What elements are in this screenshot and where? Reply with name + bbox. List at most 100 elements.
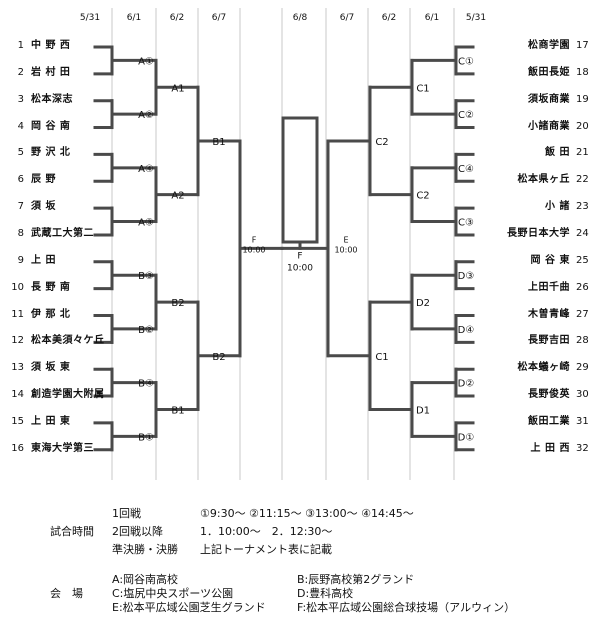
team-name: 野 沢 北 [30, 147, 71, 159]
match-label: B④ [138, 379, 154, 390]
match-label: A④ [138, 164, 154, 175]
team-number: 10 [11, 281, 24, 293]
team-entry: 11 伊 那 北 [6, 309, 70, 321]
date-header: 6/7 [340, 13, 354, 23]
date-header: 6/2 [382, 13, 396, 23]
team-name: 松本深志 [30, 93, 73, 105]
final-label: F [297, 251, 302, 261]
team-name: 中 野 西 [30, 40, 71, 51]
team-number: 23 [576, 201, 589, 213]
match-label: C④ [458, 164, 474, 175]
venue-a: A:岡谷南高校 [112, 573, 179, 586]
team-entry: 16 東海大学第三 [6, 443, 94, 455]
team-name: 長野吉田 [528, 335, 570, 347]
match-label: B2 [171, 298, 184, 309]
team-entry: 12 松本美須々ケ丘 [6, 335, 104, 347]
team-entry: 7 須 坂 [6, 201, 56, 213]
team-number: 15 [11, 415, 24, 427]
team-name: 東海大学第三 [30, 442, 94, 454]
r2-times: 1．10:00～ 2．12:30～ [200, 525, 333, 538]
team-name: 木曽青峰 [528, 308, 570, 320]
team-name: 飯田長姫 [528, 66, 570, 78]
match-label: C③ [458, 218, 474, 229]
venue-c: C:塩尻中央スポーツ公園 [112, 587, 234, 600]
team-name: 上 田 西 [530, 442, 570, 454]
team-number: 6 [17, 174, 24, 186]
team-number: 22 [576, 174, 589, 186]
team-name: 武蔵工大第二 [30, 227, 94, 239]
match-label: C1 [375, 352, 388, 363]
team-entry: 10 長 野 南 [6, 282, 70, 294]
match-label: B1 [171, 405, 184, 416]
match-label: A③ [138, 218, 154, 229]
team-entry: 長野俊英 30 [528, 389, 594, 401]
team-name: 飯田工業 [528, 415, 570, 427]
team-name: 上 田 東 [30, 415, 71, 427]
match-label: C① [458, 56, 474, 67]
match-label: B2 [212, 352, 225, 363]
team-name: 長 野 南 [30, 281, 71, 293]
team-number: 21 [576, 147, 589, 159]
match-label: D② [458, 379, 475, 390]
team-name: 伊 那 北 [30, 308, 71, 320]
r2-label: 2回戦以降 [112, 525, 163, 538]
match-label: A② [138, 110, 154, 121]
team-name: 小諸商業 [528, 120, 570, 132]
date-header: 6/8 [293, 13, 308, 23]
schedule-label: 試合時間 [50, 525, 94, 538]
venue-label: 会 場 [50, 587, 83, 600]
match-label: 10:00 [334, 245, 357, 254]
team-number: 14 [11, 389, 24, 401]
match-label: E [343, 235, 348, 244]
team-number: 30 [576, 389, 589, 401]
team-number: 13 [11, 362, 24, 374]
date-header: 6/7 [212, 13, 226, 23]
team-name: 上田千曲 [528, 281, 570, 293]
team-entry: 2 岩 村 田 [6, 67, 70, 79]
date-header: 6/1 [425, 13, 439, 23]
team-number: 24 [576, 227, 589, 239]
venue-b: B:辰野高校第2グランド [297, 573, 415, 586]
match-label: D④ [458, 325, 475, 336]
match-label: B③ [138, 271, 154, 282]
match-label: A① [138, 56, 154, 67]
date-header: 6/2 [170, 13, 184, 23]
r1-times: ①9:30～ ②11:15～ ③13:00～ ④14:45～ [200, 507, 414, 520]
team-entry: 飯田工業 31 [528, 416, 594, 428]
team-entry: 5 野 沢 北 [6, 147, 70, 159]
team-number: 11 [11, 308, 24, 320]
team-number: 31 [576, 415, 589, 427]
team-entry: 3 松本深志 [6, 94, 73, 106]
match-label: F [252, 235, 257, 244]
team-name: 小 諸 [545, 201, 570, 213]
team-name: 長野日本大学 [507, 227, 570, 239]
final-label: 10:00 [287, 263, 313, 273]
team-name: 須 坂 東 [30, 362, 71, 374]
match-label: C2 [375, 137, 388, 148]
team-entry: 小 諸 23 [545, 201, 594, 213]
match-label: B① [138, 432, 154, 443]
team-name: 長野俊英 [528, 389, 570, 401]
team-name: 松本美須々ケ丘 [30, 335, 105, 347]
team-number: 19 [576, 93, 589, 105]
match-label: D① [458, 432, 475, 443]
match-label: C1 [416, 83, 429, 94]
team-number: 9 [17, 254, 24, 266]
team-number: 32 [576, 442, 589, 454]
r1-label: 1回戦 [112, 507, 141, 520]
team-name: 岡 谷 南 [30, 120, 71, 132]
team-entry: 13 須 坂 東 [6, 362, 70, 374]
venue-f: F:松本平広域公園総合球技場（アルウィン） [297, 601, 516, 614]
match-label: D③ [458, 271, 475, 282]
team-number: 16 [11, 442, 24, 454]
